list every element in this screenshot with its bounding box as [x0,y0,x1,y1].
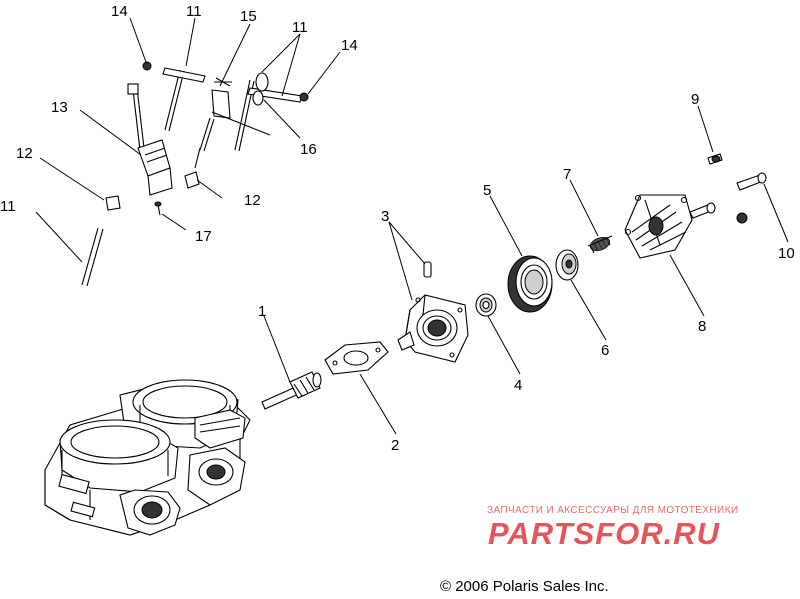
callout-13: 13 [51,99,68,116]
callout-11-lower: 11 [0,198,16,215]
callout-14-left: 14 [111,3,128,20]
callout-15: 15 [240,8,257,25]
part-5-diaphragm [507,255,553,313]
part-12-fitting-right [184,147,201,189]
callout-12-right: 12 [244,192,261,209]
part-15-clip [199,77,232,152]
part-9-bolt [707,153,723,165]
part-14-nut-left [142,61,152,71]
callout-6: 6 [601,342,609,359]
part-17-screw [154,201,162,216]
part-13-solenoid [127,83,173,196]
part-10-bolt [736,172,767,191]
part-9-nut [736,212,748,224]
callout-11-right: 11 [292,19,308,36]
copyright-notice: © 2006 Polaris Sales Inc. [440,578,609,595]
part-11-hose-lower [81,227,104,287]
callout-11-upper: 11 [186,3,202,20]
callout-5: 5 [483,182,491,199]
callout-16: 16 [300,141,317,158]
callout-4: 4 [514,377,522,394]
callout-8: 8 [698,318,706,335]
part-16-fitting [252,72,269,106]
callout-12-left: 12 [16,145,33,162]
callout-14-right: 14 [341,37,358,54]
leader-lines [35,17,789,435]
part-7-spring [587,235,613,254]
part-6-washer [555,249,579,281]
callout-7: 7 [563,166,571,183]
callout-2: 2 [391,437,399,454]
cylinder-block [44,379,251,536]
part-8-pump-cover [624,194,693,259]
callout-labels: 1 2 3 4 5 6 7 8 9 10 11 11 11 12 12 13 1… [0,3,795,454]
callout-9: 9 [691,91,699,108]
part-2-gasket [324,341,389,375]
watermark-brand: PARTSFOR.RU [488,516,721,551]
callout-1: 1 [258,303,266,320]
part-14-nut-right [299,92,309,102]
callout-17: 17 [195,228,212,245]
part-1-valve-shaft [261,371,322,410]
watermark-tagline: ЗАПЧАСТИ И АКСЕССУАРЫ ДЛЯ МОТОТЕХНИКИ [487,505,739,516]
callout-10: 10 [778,245,795,262]
part-12-fitting-left [105,195,121,211]
part-11-hose-upper [162,67,206,132]
part-3-pump-housing [397,261,469,363]
part-9-bolt-2 [689,202,716,219]
part-4-seal [475,293,497,317]
callout-3: 3 [381,208,389,225]
